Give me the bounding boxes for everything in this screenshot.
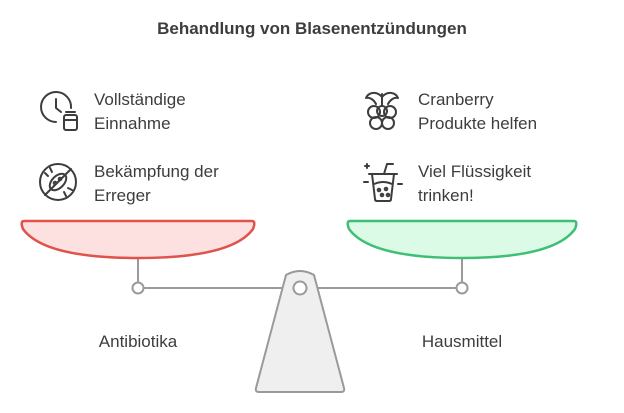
left-label: Antibiotika — [98, 332, 178, 351]
cranberry-icon — [365, 91, 399, 130]
right-item-2-text: Viel Flüssigkeit trinken! — [418, 162, 532, 205]
right-item-1-text: Cranberry Produkte helfen — [418, 90, 538, 133]
no-bacteria-icon — [39, 163, 77, 201]
scale-stand — [254, 270, 346, 393]
left-item-1: Vollständige Einnahme — [36, 88, 186, 136]
left-beam-joint — [131, 281, 145, 295]
right-item-2: Viel Flüssigkeit trinken! — [360, 160, 531, 208]
right-beam-joint — [455, 281, 469, 295]
pivot — [292, 280, 308, 296]
clock-bottle-icon — [40, 91, 78, 131]
drink-glass-icon — [363, 163, 403, 202]
left-pan — [20, 219, 256, 260]
right-pan — [346, 219, 578, 260]
left-item-2-text: Bekämpfung der Erreger — [94, 162, 219, 205]
diagram-title: Behandlung von Blasenentzündungen — [157, 19, 467, 38]
left-item-2: Bekämpfung der Erreger — [36, 160, 219, 208]
left-item-1-text: Vollständige Einnahme — [94, 90, 186, 133]
right-item-1: Cranberry Produkte helfen — [360, 88, 537, 136]
right-label: Hausmittel — [421, 332, 503, 351]
